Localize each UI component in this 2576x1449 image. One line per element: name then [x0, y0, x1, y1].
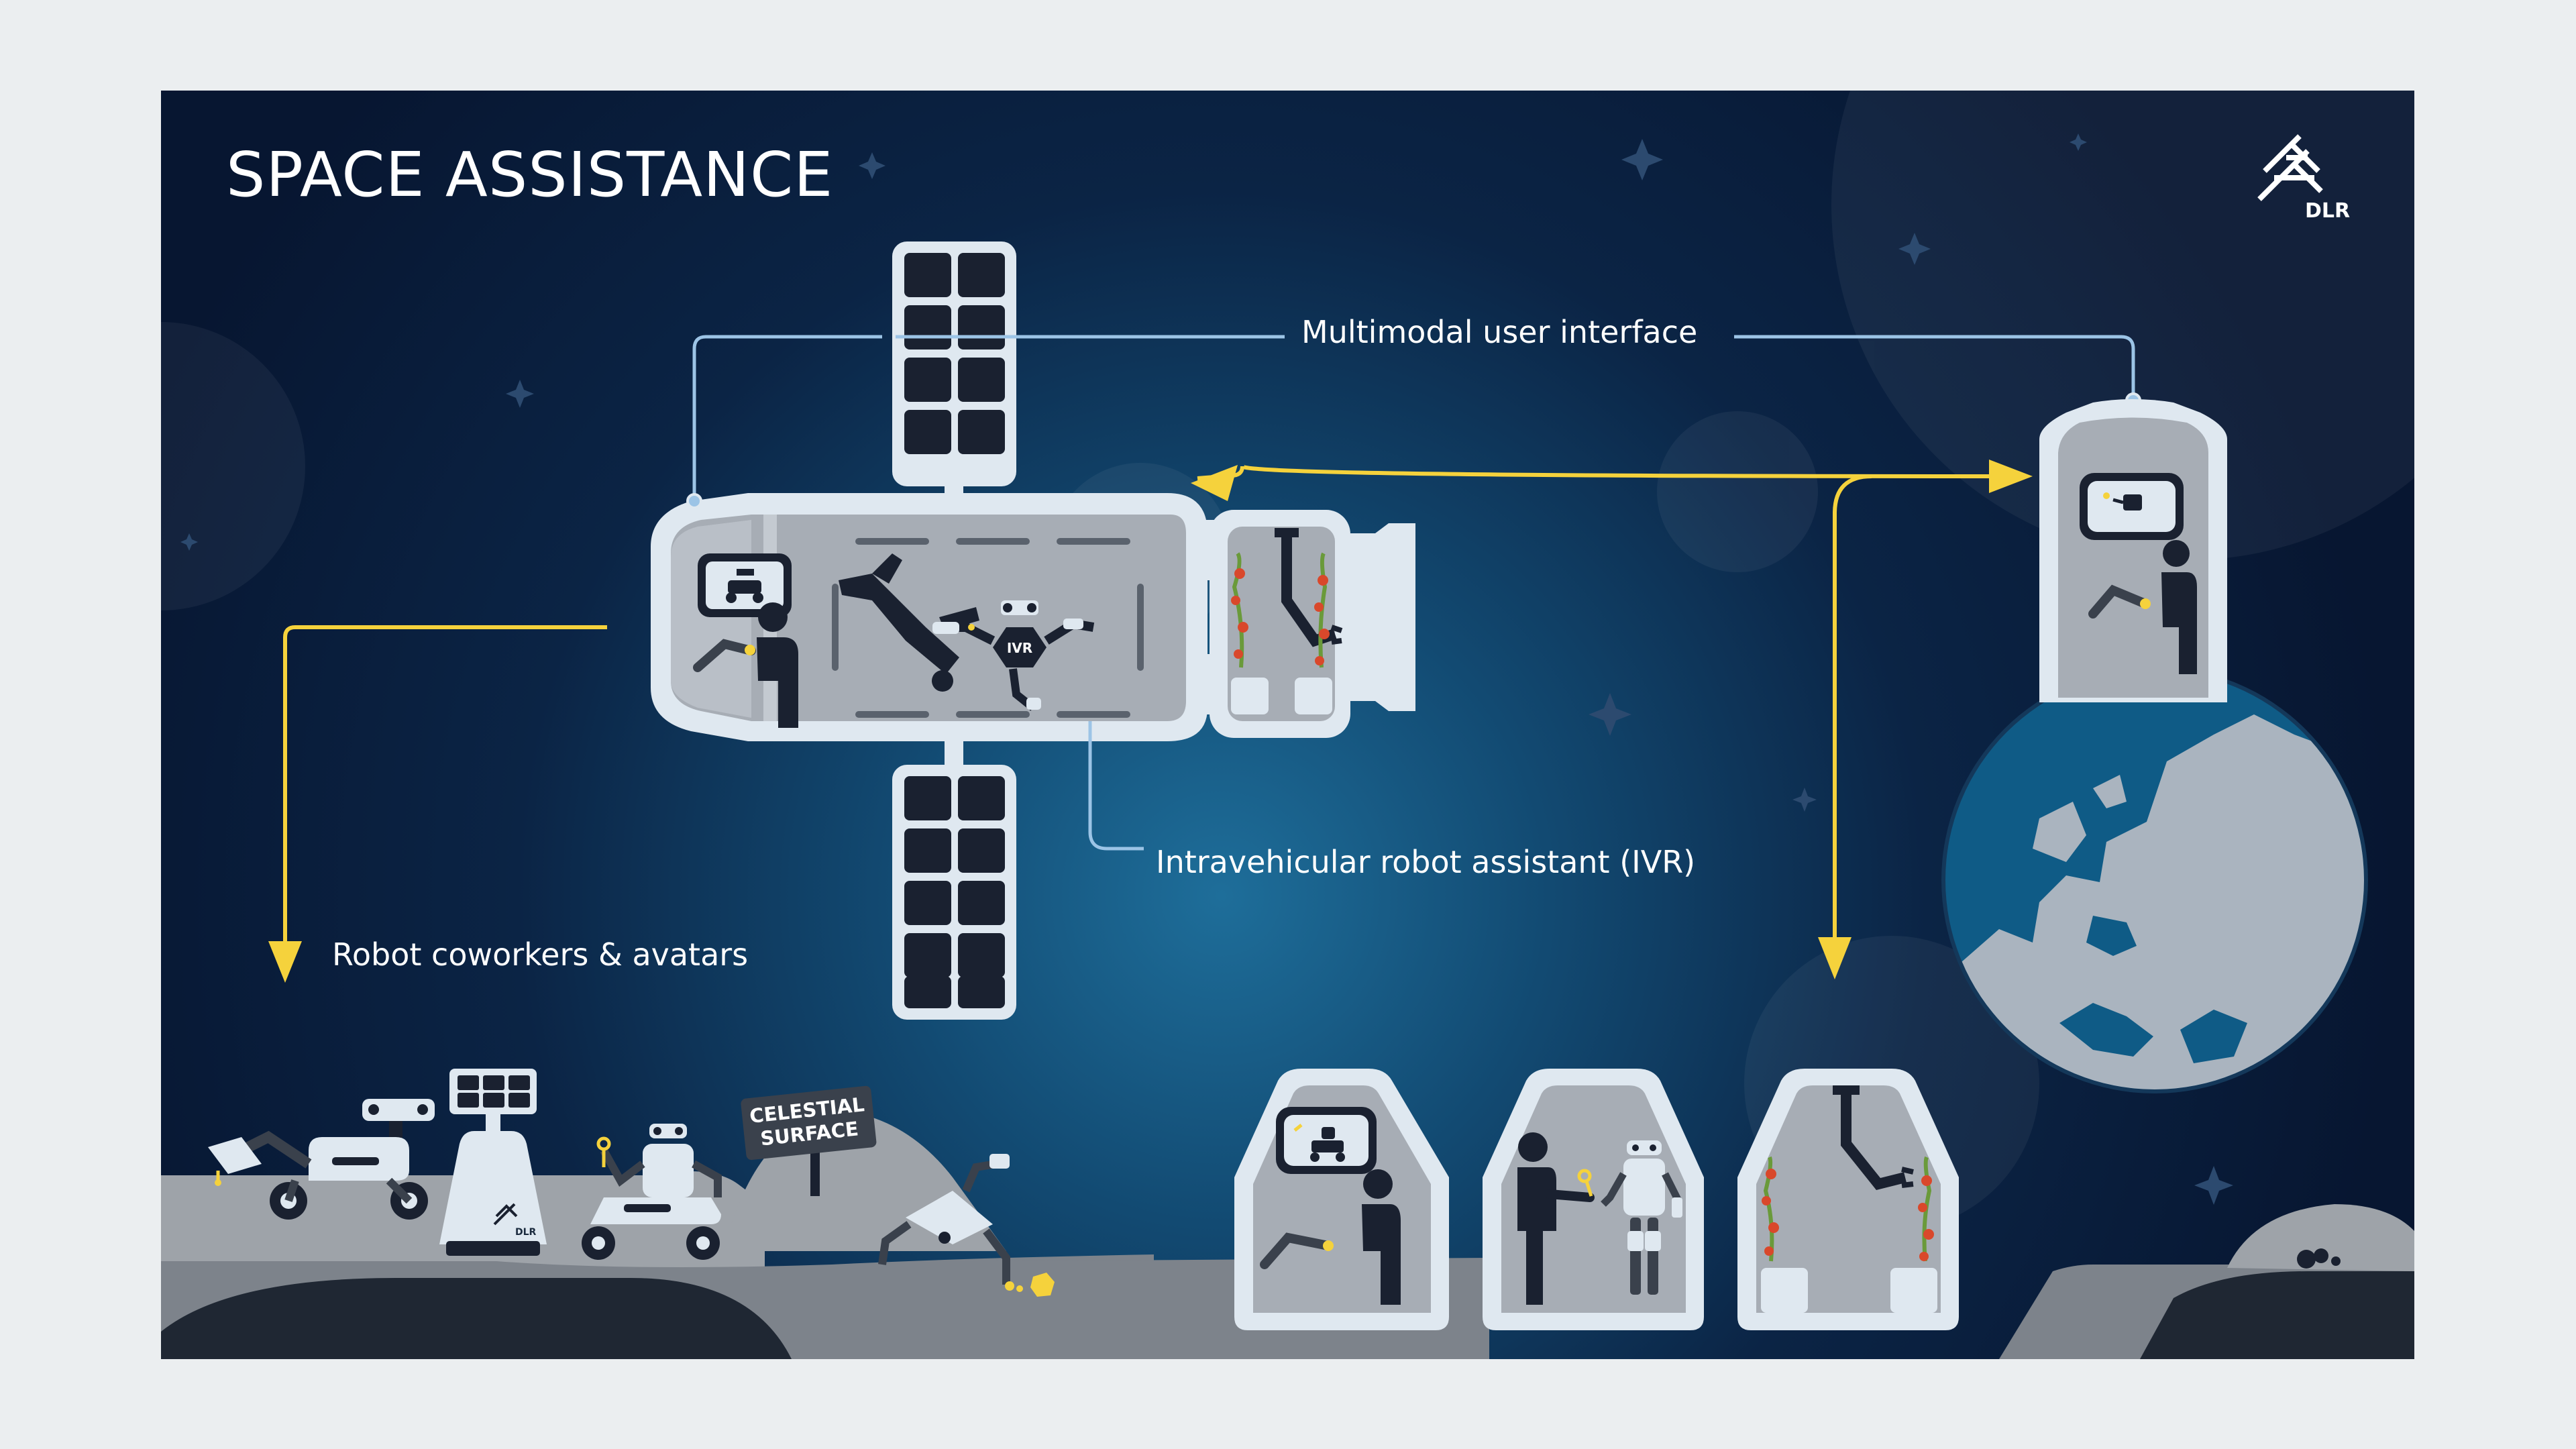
- satellite-panel-icon: [892, 735, 1016, 1020]
- surface-habitat: [1234, 1069, 1959, 1330]
- label-multimodal-user-interface: Multimodal user interface: [1301, 314, 1698, 350]
- star-icon: [1898, 233, 1931, 265]
- star-icon: [2070, 133, 2087, 151]
- celestial-surface-left: [161, 1110, 1489, 1359]
- page-title: SPACE ASSISTANCE: [226, 139, 834, 211]
- diagram-canvas: IVR: [161, 91, 2414, 1359]
- arrow-left-icon: [1191, 465, 1238, 501]
- lander-icon: DLR: [439, 1069, 547, 1256]
- ivr-robot-icon: IVR: [932, 600, 1095, 711]
- star-icon: [1792, 788, 1817, 812]
- dlr-logo-icon: [2257, 134, 2323, 201]
- earth-icon: [1941, 667, 2368, 1093]
- star-icon: [1589, 693, 1631, 736]
- ivr-badge-label: IVR: [1007, 640, 1032, 656]
- lander-logo-label: DLR: [515, 1227, 537, 1238]
- star-icon: [859, 152, 885, 179]
- habitat-pod-humanoid: [1483, 1069, 1704, 1330]
- celestial-surface-right: [1999, 1204, 2414, 1359]
- multimodal-connector: [692, 335, 2135, 851]
- space-assistance-diagram: IVR: [161, 91, 2414, 1359]
- small-rover-icon: [878, 1154, 1055, 1297]
- plant-icon: [1231, 552, 1330, 668]
- data-flow-arrows: [268, 460, 2033, 983]
- operator-with-monitor: [693, 553, 798, 728]
- label-robot-coworkers: Robot coworkers & avatars: [332, 936, 749, 973]
- arrow-down-icon: [268, 941, 302, 983]
- arrow-down-icon: [1818, 937, 1851, 979]
- space-station: IVR: [651, 241, 1415, 1020]
- star-icon: [506, 380, 534, 408]
- star-icon: [1621, 139, 1663, 180]
- habitat-pod-operator: [1234, 1069, 1449, 1330]
- ground-station-module: [2039, 399, 2227, 702]
- arrow-right-icon: [1989, 460, 2033, 493]
- stars: [180, 133, 2233, 1205]
- operator-head: [758, 602, 788, 632]
- star-icon: [180, 533, 198, 551]
- habitat-pod-greenhouse: [1737, 1069, 1959, 1330]
- station-end-cap: [1350, 523, 1415, 711]
- rover-icon: [208, 1099, 435, 1220]
- star-icon: [2194, 1166, 2233, 1205]
- label-intravehicular-robot: Intravehicular robot assistant (IVR): [1156, 844, 1696, 880]
- satellite-panel-icon: [892, 241, 1016, 520]
- humanoid-robot-icon: [1577, 1140, 1682, 1295]
- dlr-logo-label: DLR: [2305, 199, 2351, 223]
- celestial-surface-sign: CELESTIAL SURFACE: [741, 1085, 877, 1196]
- humanoid-rover-icon: [582, 1124, 722, 1260]
